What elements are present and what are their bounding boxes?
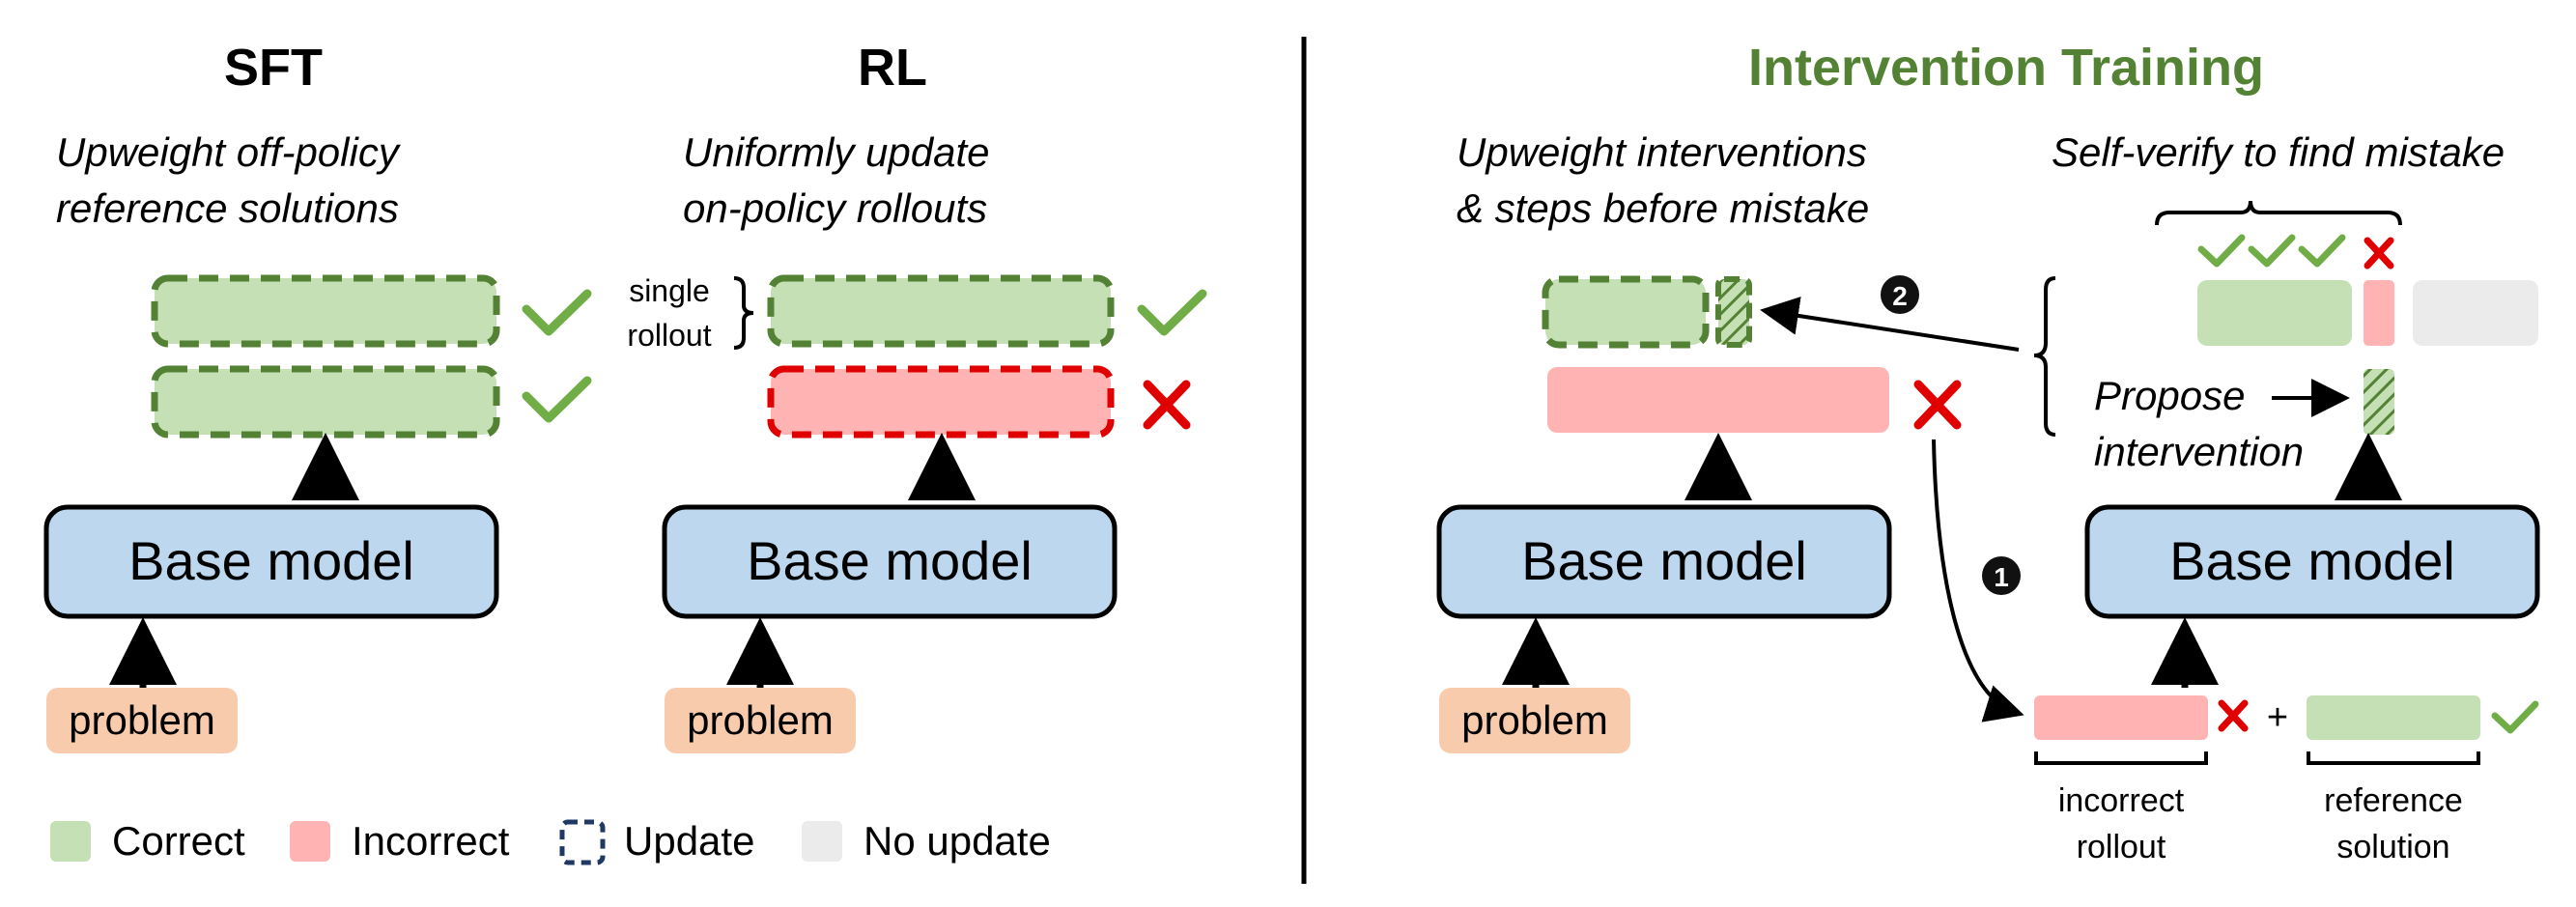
step1-arrow [1932, 439, 2024, 723]
intervention-left-base-model [1436, 504, 1892, 619]
intervention-left-subtitle-line1: Upweight interventions [1457, 129, 1867, 175]
rl-base-model-label: Base model [747, 530, 1033, 591]
rl-subtitle-line2: on-policy rollouts [683, 185, 987, 231]
rl-base-model [662, 504, 1118, 619]
plus-sign: + [2267, 697, 2288, 738]
cross-icon [2364, 237, 2394, 269]
sft-subtitle-line2: reference solutions [56, 185, 399, 231]
intervention-left-base-model-label: Base model [1521, 530, 1807, 591]
check-icon [2197, 234, 2246, 268]
incorrect-rollout-label-line2: rollout [2077, 829, 2166, 865]
intervention-problem-box [1439, 688, 1630, 753]
verified-correct-steps [2197, 280, 2352, 346]
reference-solution-label-line1: reference [2324, 782, 2463, 819]
check-icon [2491, 700, 2539, 734]
reference-solution-label-line2: solution [2336, 829, 2449, 865]
incorrect-rollout-brace [2034, 751, 2208, 765]
intervention-right-base-model [2084, 504, 2540, 619]
legend-incorrect-swatch [290, 821, 330, 862]
sft-solution-correct-top [151, 274, 500, 348]
intervention-incorrect-rollout [1547, 367, 1889, 433]
step2-badge [1881, 275, 1919, 314]
sft-base-model-label: Base model [128, 530, 414, 591]
rl-problem-box [665, 688, 856, 753]
intervention-correct-prefix [1542, 275, 1710, 349]
discarded-steps [2413, 280, 2538, 346]
legend-noupdate-label: No update [863, 818, 1051, 864]
single-rollout-label-line2: rollout [627, 318, 711, 353]
rl-title: RL [858, 39, 927, 97]
check-icon [2298, 234, 2346, 268]
single-rollout-label-line1: single [629, 273, 710, 308]
step1-label: 1 [1994, 562, 2009, 592]
propose-intervention-line2: intervention [2094, 429, 2304, 474]
rl-rollout-incorrect [767, 365, 1115, 439]
intervention-left-subtitle-line2: & steps before mistake [1457, 185, 1869, 231]
intervention-hatched-step [1715, 276, 1752, 348]
legend-incorrect-label: Incorrect [352, 818, 510, 864]
intervention-right-subtitle: Self-verify to find mistake [2052, 129, 2505, 175]
cross-icon [1913, 380, 1962, 430]
sft-title: SFT [224, 39, 323, 97]
propose-intervention-line1: Propose [2094, 373, 2245, 418]
check-icon [522, 289, 592, 336]
intervention-right-base-model-label: Base model [2169, 530, 2455, 591]
legend: Correct Incorrect Update No update [50, 818, 1051, 865]
sft-panel: SFT Upweight off-policy reference soluti… [43, 39, 592, 753]
intervention-panel: Intervention Training Upweight intervent… [1436, 39, 2540, 865]
legend-correct-label: Correct [112, 818, 245, 864]
reference-solution-brace [2307, 751, 2480, 765]
input-incorrect-rollout [2034, 695, 2208, 740]
rl-rollout-correct [767, 274, 1115, 348]
step1-badge [1982, 556, 2021, 595]
incorrect-rollout-label-line1: incorrect [2058, 782, 2185, 819]
cross-icon [2218, 699, 2249, 732]
self-verify-brace [2155, 200, 2402, 226]
verified-mistake-step [2364, 280, 2394, 346]
rl-subtitle-line1: Uniformly update [683, 129, 989, 175]
rl-panel: RL Uniformly update on-policy rollouts s… [627, 39, 1207, 753]
sft-base-model [43, 504, 499, 619]
cross-icon [1143, 380, 1191, 430]
check-icon [522, 376, 592, 423]
sft-solution-correct-bottom [151, 365, 500, 439]
sft-subtitle-line1: Upweight off-policy [56, 129, 402, 175]
intervention-problem-label: problem [1461, 697, 1608, 743]
legend-update-swatch [559, 819, 606, 865]
input-reference-solution [2307, 695, 2480, 740]
intervention-title: Intervention Training [1748, 39, 2264, 97]
check-icon [1137, 289, 1207, 336]
legend-noupdate-swatch [802, 821, 842, 862]
step2-label: 2 [1892, 281, 1908, 311]
legend-update-label: Update [624, 818, 754, 864]
sft-problem-box [46, 688, 238, 753]
sft-problem-label: problem [69, 697, 215, 743]
self-verify-left-brace [2033, 276, 2056, 437]
single-rollout-brace [733, 276, 754, 350]
check-icon [2248, 234, 2296, 268]
rl-problem-label: problem [687, 697, 834, 743]
step2-arrow [1760, 297, 2020, 352]
proposed-intervention-step [2364, 369, 2394, 435]
legend-correct-swatch [50, 821, 91, 862]
